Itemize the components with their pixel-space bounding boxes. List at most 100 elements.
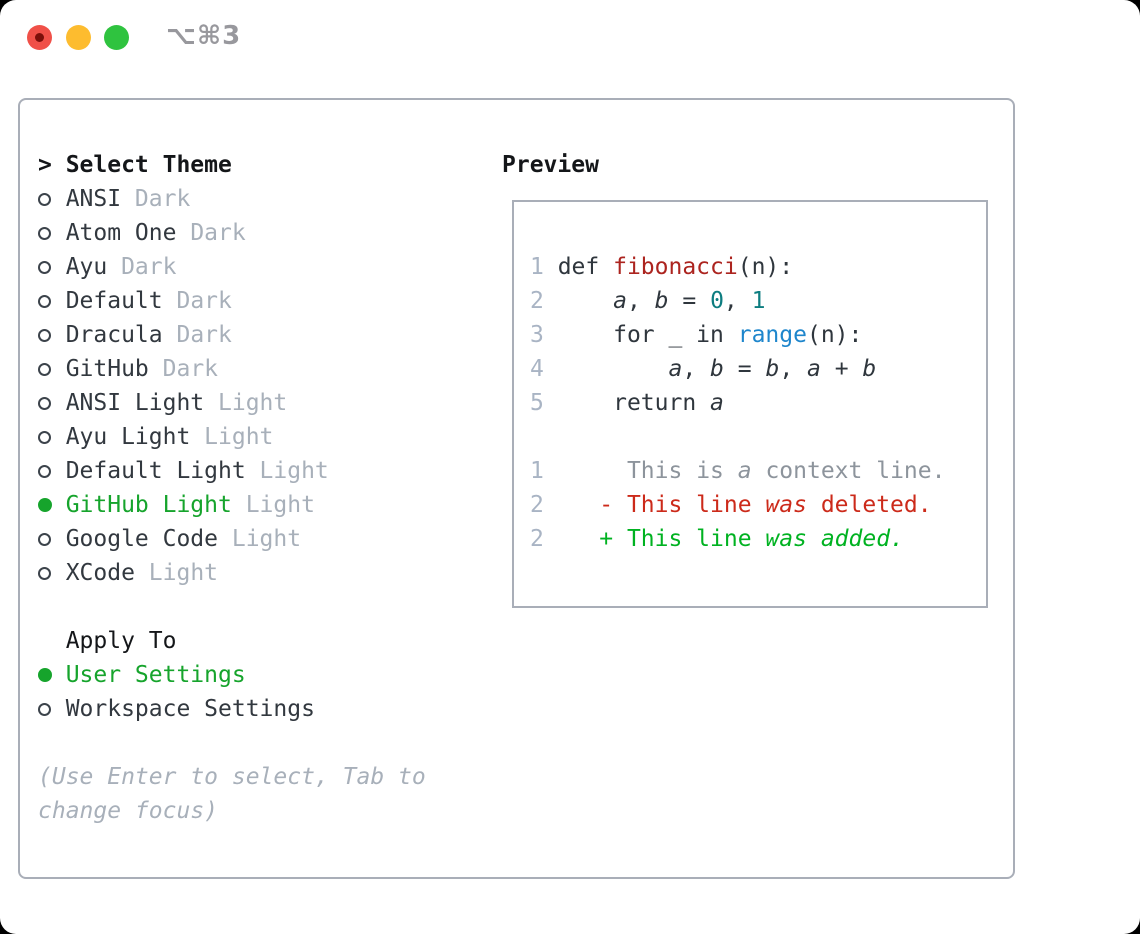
minimize-button[interactable]: [66, 25, 91, 50]
code-token-num: 0: [710, 288, 724, 314]
preview-line: 5 return a: [530, 386, 986, 420]
theme-option-github-light[interactable]: GitHub Light Light: [38, 488, 329, 522]
theme-label: Default Light: [65, 458, 246, 484]
zoom-button[interactable]: [104, 25, 129, 50]
code-token-pln: def: [557, 254, 614, 280]
preview-line: 2 + This line was added.: [530, 522, 986, 556]
code-token-var: a: [710, 390, 724, 416]
theme-label: Default: [65, 288, 163, 314]
theme-variant-tag: Light: [204, 424, 274, 450]
window-title: ⌥⌘3: [166, 21, 242, 51]
code-token-add: [807, 526, 821, 552]
theme-label: Ayu Light: [65, 424, 191, 450]
radio-icon: [38, 362, 66, 376]
theme-variant-tag: Dark: [121, 254, 177, 280]
help-hint: (Use Enter to select, Tab to change focu…: [38, 760, 426, 828]
code-token-pln: [558, 526, 600, 552]
radio-icon: [38, 566, 66, 580]
close-dot-icon: [35, 33, 44, 42]
radio-icon: [38, 430, 66, 444]
code-token-var: b: [765, 356, 780, 382]
theme-option-ayu[interactable]: Ayu Dark: [38, 250, 329, 284]
code-token-var: a: [668, 356, 683, 382]
code-token-pln: [558, 288, 613, 314]
theme-label: ANSI Light: [65, 390, 205, 416]
code-token-ctx: context line.: [751, 458, 946, 484]
theme-variant-tag: Light: [148, 560, 219, 586]
code-token-pln: ,: [682, 356, 711, 382]
radio-icon: [38, 226, 66, 240]
close-button[interactable]: [27, 25, 52, 50]
preview-line: 4 a, b = b, a + b: [530, 352, 986, 386]
radio-icon: [38, 464, 66, 478]
code-token-ln: 2: [530, 492, 558, 518]
theme-label: ANSI: [65, 186, 122, 212]
code-token-pln: ,: [779, 356, 808, 382]
code-token-var: b: [654, 288, 669, 314]
code-token-addi: was: [765, 526, 807, 552]
preview-title: Preview: [502, 152, 599, 178]
code-token-ctxi: a: [737, 458, 752, 484]
theme-variant-tag: Dark: [176, 322, 232, 348]
code-token-add: + This line: [599, 526, 766, 552]
preview-line: 3 for _ in range(n):: [530, 318, 986, 352]
select-theme-header: > Select Theme: [38, 148, 232, 182]
radio-icon: [38, 260, 66, 274]
code-token-num: 1: [751, 288, 766, 314]
focus-marker-icon: >: [38, 152, 52, 178]
help-line: change focus): [38, 798, 219, 824]
theme-variant-tag: Dark: [190, 220, 246, 246]
code-token-del: deleted.: [806, 492, 932, 518]
theme-option-default[interactable]: Default Dark: [38, 284, 329, 318]
theme-option-ansi-light[interactable]: ANSI Light Light: [38, 386, 329, 420]
theme-label: Ayu: [65, 254, 108, 280]
code-token-del: - This line: [599, 492, 766, 518]
code-token-ln: 2: [530, 288, 558, 314]
preview-line: [530, 420, 986, 454]
preview-line: 2 - This line was deleted.: [530, 488, 986, 522]
apply-option-workspace-settings[interactable]: Workspace Settings: [38, 692, 315, 726]
help-line: (Use Enter to select, Tab to: [38, 764, 426, 790]
apply-label: User Settings: [65, 662, 246, 688]
theme-label: GitHub: [65, 356, 149, 382]
radio-selected-icon: [38, 668, 66, 682]
code-token-ln: 1: [530, 254, 558, 280]
theme-option-github[interactable]: GitHub Dark: [38, 352, 329, 386]
theme-variant-tag: Light: [245, 492, 315, 518]
code-token-pln: +: [820, 356, 863, 382]
code-token-pln: (n):: [806, 322, 863, 348]
code-token-ln: 2: [530, 526, 558, 552]
code-token-ln: 5: [530, 390, 558, 416]
theme-variant-tag: Light: [218, 390, 288, 416]
apply-option-user-settings[interactable]: User Settings: [38, 658, 315, 692]
code-token-var: b: [862, 356, 877, 382]
radio-icon: [38, 702, 66, 716]
theme-variant-tag: Dark: [162, 356, 219, 382]
code-token-var: b: [710, 356, 724, 382]
radio-icon: [38, 328, 66, 342]
code-token-pln: (n):: [737, 254, 794, 280]
radio-selected-icon: [38, 498, 66, 512]
code-token-pln: =: [723, 356, 766, 382]
code-token-addi: added.: [820, 526, 904, 552]
radio-icon: [38, 532, 66, 546]
code-token-var: a: [807, 356, 821, 382]
theme-option-ayu-light[interactable]: Ayu Light Light: [38, 420, 329, 454]
apply-to-title: Apply To: [65, 628, 177, 654]
code-token-call: range: [737, 322, 807, 348]
radio-icon: [38, 192, 66, 206]
code-token-pln: return: [557, 390, 711, 416]
theme-label: GitHub Light: [65, 492, 232, 518]
theme-variant-tag: Dark: [176, 288, 232, 314]
code-token-pln: =: [668, 288, 711, 314]
